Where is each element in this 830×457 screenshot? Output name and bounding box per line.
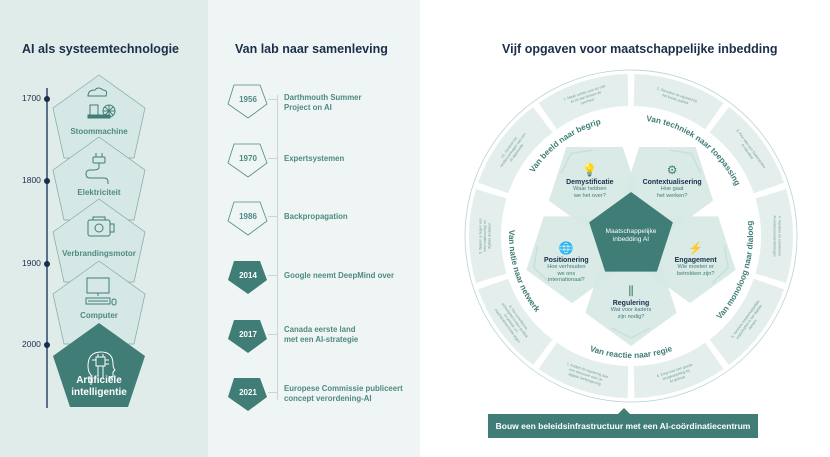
recommendation-segment bbox=[633, 74, 724, 130]
recommendation-segment bbox=[538, 74, 629, 130]
connector bbox=[268, 99, 278, 100]
connector bbox=[268, 275, 278, 276]
gears-icon: ⚙ bbox=[666, 163, 678, 178]
connector bbox=[268, 334, 278, 335]
tick-dot bbox=[44, 178, 50, 184]
recommendation-segment bbox=[709, 278, 784, 366]
connector bbox=[268, 158, 278, 159]
tick-label-2000: 2000 bbox=[22, 339, 41, 349]
event-line: Darthmouth Summer bbox=[284, 93, 362, 102]
tick-label-1800: 1800 bbox=[22, 175, 41, 185]
event-line: Backpropagation bbox=[284, 212, 348, 221]
recommendation-segment bbox=[709, 106, 784, 194]
task-title: Contextualisering bbox=[642, 179, 702, 187]
timeline-axis bbox=[46, 88, 48, 408]
tick-label-1700: 1700 bbox=[22, 93, 41, 103]
steam-engine-icon bbox=[87, 87, 116, 119]
event-line: met een AI-strategie bbox=[284, 334, 359, 344]
recommendation-segment bbox=[538, 342, 629, 398]
lightbulb-icon: 💡 bbox=[582, 163, 598, 178]
recommendation-segment bbox=[478, 278, 553, 366]
recommendation-text: 9. Wapen je tegen een'informatieoorlog' … bbox=[478, 218, 491, 254]
connector bbox=[268, 392, 278, 393]
tick-dot bbox=[44, 261, 50, 267]
year-1970: 1970 bbox=[239, 154, 257, 163]
task-title: Regulering bbox=[612, 300, 650, 307]
event-line: Europese Commissie publiceert bbox=[284, 384, 403, 393]
banner-notch bbox=[617, 408, 631, 415]
era-label-verbrandingsmotor: Verbrandingsmotor bbox=[62, 249, 136, 258]
recommendation-segment bbox=[633, 342, 724, 398]
recommendation-segment bbox=[469, 189, 507, 283]
recommendation-ring: 1. Maak ruimte voor en metAI tot dan bin… bbox=[469, 74, 793, 398]
event-line: Canada eerste land bbox=[284, 325, 356, 334]
section3-title: Vijf opgaven voor maatschappelijke inbed… bbox=[502, 42, 778, 56]
task-title: Demystificatie bbox=[566, 179, 614, 187]
engine-icon bbox=[87, 216, 115, 237]
tick-dot bbox=[44, 96, 50, 102]
task-petal bbox=[585, 259, 677, 346]
tick-dot bbox=[44, 342, 50, 348]
era-label-stoommachine: Stoommachine bbox=[70, 127, 128, 136]
section2-title: Van lab naar samenleving bbox=[235, 42, 388, 56]
center-pentagon bbox=[589, 192, 673, 272]
ai-head-chip-icon bbox=[87, 351, 116, 385]
computer-icon bbox=[85, 277, 117, 306]
year-2021: 2021 bbox=[239, 388, 257, 397]
recommendation-text: 4. Versterk en coördineerAI-onderzoeksin… bbox=[773, 215, 782, 256]
tick-label-1900: 1900 bbox=[22, 258, 41, 268]
event-line: concept verordening-AI bbox=[284, 393, 372, 403]
section1-title: AI als systeemtechnologie bbox=[22, 42, 180, 56]
events-axis bbox=[277, 95, 278, 400]
globe-icon: 🌐 bbox=[558, 241, 574, 255]
era-pentagons bbox=[52, 74, 146, 407]
task-title: Positionering bbox=[543, 257, 589, 264]
wheel-diagram: 1. Maak ruimte voor en metAI tot dan bin… bbox=[464, 69, 798, 403]
year-2014: 2014 bbox=[239, 271, 257, 280]
event-1970: Expertsystemen bbox=[284, 154, 344, 164]
power-plug-icon bbox=[85, 153, 109, 184]
year-1956: 1956 bbox=[239, 95, 257, 104]
event-line: Expertsystemen bbox=[284, 154, 345, 163]
era-label-elektriciteit: Elektriciteit bbox=[77, 188, 121, 197]
recommendation-segment bbox=[478, 106, 553, 194]
event-line: Google neemt DeepMind over bbox=[284, 271, 395, 280]
year-1986: 1986 bbox=[239, 212, 257, 221]
task-title: Engagement bbox=[674, 257, 717, 264]
era-label-computer: Computer bbox=[80, 311, 118, 320]
connector bbox=[268, 216, 278, 217]
event-2014: Google neemt DeepMind over bbox=[284, 271, 394, 281]
event-line: Project on AI bbox=[284, 102, 332, 112]
sliders-icon: ⫼ bbox=[628, 284, 634, 298]
event-1986: Backpropagation bbox=[284, 212, 348, 222]
year-2017: 2017 bbox=[239, 330, 257, 339]
recommendation-segment bbox=[755, 189, 793, 283]
era-label-ai-line1: Artificiële bbox=[76, 375, 122, 386]
era-label-ai-line2: intelligentie bbox=[71, 387, 127, 398]
conclusion-banner: Bouw een beleidsinfrastructuur met een A… bbox=[488, 414, 758, 438]
audience-icon: ⚡ bbox=[688, 241, 704, 255]
era-pentagon-ai bbox=[53, 323, 145, 407]
